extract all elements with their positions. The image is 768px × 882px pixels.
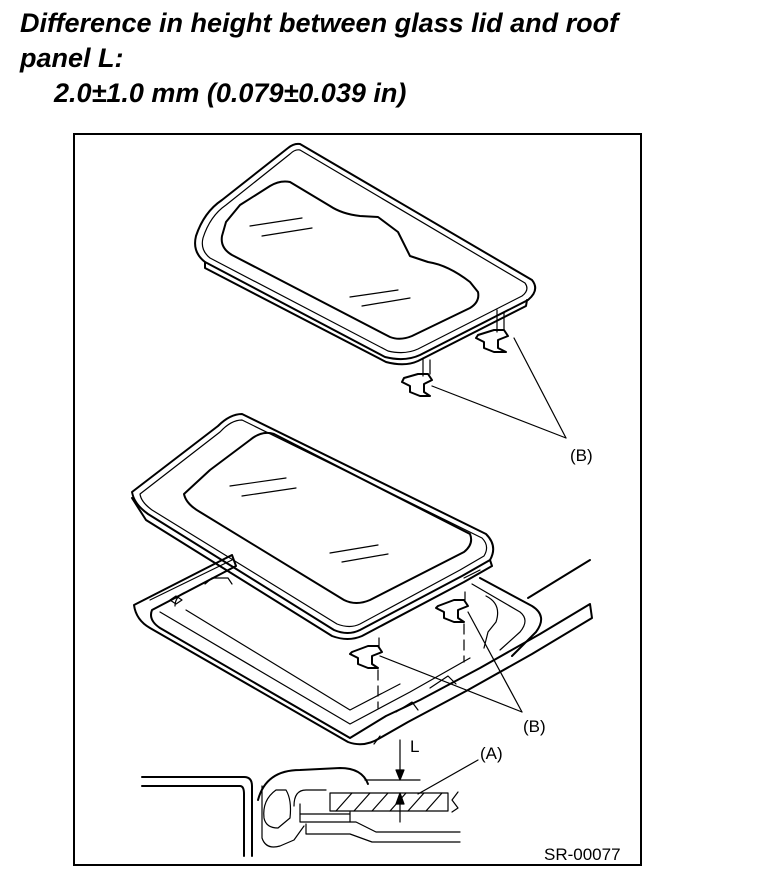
height-spec: 2.0±1.0 mm (0.079±0.039 in) — [54, 78, 407, 108]
clip-b-lower-left — [349, 645, 383, 669]
glass-section-hatched — [329, 792, 449, 812]
clip-b-lower-right — [435, 599, 469, 623]
heading-line-2: panel L: — [20, 43, 124, 73]
section-detail — [141, 767, 461, 857]
heading-line-1: Difference in height between glass lid a… — [20, 8, 619, 38]
clip-b-upper-left — [401, 357, 433, 397]
dimension-label-l: L — [410, 737, 419, 756]
callout-a: (A) — [480, 744, 503, 763]
figure-code: SR-00077 — [544, 845, 621, 864]
glass-lid-installed — [131, 413, 495, 640]
callout-b-lower: (B) — [523, 717, 546, 736]
dimension-l-marker — [364, 739, 421, 823]
figure-frame — [73, 133, 642, 866]
spec-heading: Difference in height between glass lid a… — [20, 6, 760, 111]
glass-lid-exploded — [194, 142, 537, 366]
leader-lines-b-upper — [431, 337, 567, 439]
callout-b-upper: (B) — [570, 446, 593, 465]
dashed-guide-lines — [377, 591, 466, 709]
clip-b-upper-right — [475, 309, 509, 353]
roof-panel-frame — [133, 554, 593, 746]
leader-lines-b-lower — [379, 611, 523, 713]
leader-line-a — [417, 759, 479, 795]
